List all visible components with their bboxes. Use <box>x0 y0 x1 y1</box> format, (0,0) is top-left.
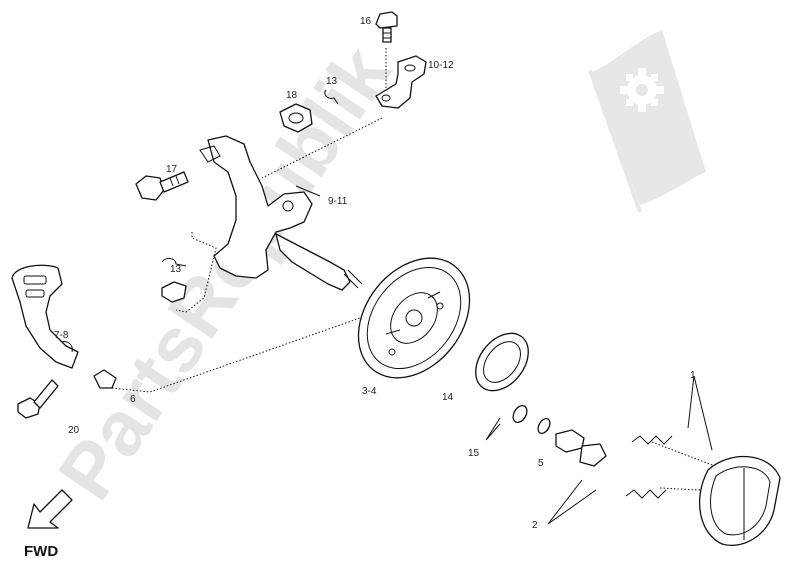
label-16: 16 <box>360 16 372 27</box>
label-14: 14 <box>442 392 454 403</box>
watermark: PartsRepublik <box>41 30 706 515</box>
part-14-seal <box>475 332 529 392</box>
steering-knuckle <box>199 135 363 291</box>
label-9-11: 9-11 <box>328 196 348 207</box>
part-15-washers <box>512 404 551 435</box>
part-10-12-fitting <box>375 55 427 109</box>
label-13-top: 13 <box>326 76 338 87</box>
part-16-bleed-screw <box>375 11 398 43</box>
label-15: 15 <box>468 448 480 459</box>
fwd-indicator: FWD <box>24 489 73 560</box>
label-13-lower: 13 <box>170 264 182 275</box>
part-6-cable-clip <box>93 369 117 389</box>
label-5: 5 <box>538 458 544 469</box>
part-3-4-backing-plate <box>357 257 471 379</box>
part-2-pin <box>579 443 607 467</box>
part-13-clip-top <box>324 89 339 105</box>
part-13-clip-lower <box>161 257 187 303</box>
gear-flag-icon <box>588 30 706 213</box>
arrow-down-left-icon <box>27 489 73 529</box>
leader-lines <box>111 48 721 525</box>
label-18: 18 <box>286 90 298 101</box>
watermark-text: PartsRepublik <box>41 30 408 515</box>
label-20: 20 <box>68 425 80 436</box>
part-17-bolt <box>135 171 189 201</box>
label-1: 1 <box>690 370 696 381</box>
label-7-8: 7-8 <box>54 330 69 341</box>
part-7-8-brake-lever <box>11 264 79 369</box>
fwd-label: FWD <box>24 543 58 560</box>
label-2: 2 <box>532 520 538 531</box>
part-20-bolt <box>17 379 59 419</box>
label-17: 17 <box>166 164 178 175</box>
label-10-12: 10-12 <box>428 60 454 71</box>
part-9-11-bolt <box>295 185 321 197</box>
part-5-cam <box>555 429 585 453</box>
part-1-springs <box>625 435 673 499</box>
brake-shoes <box>699 456 781 546</box>
label-3-4: 3-4 <box>362 386 377 397</box>
part-labels: 16 10-12 13 18 17 9-11 13 7-8 6 20 3-4 1… <box>54 16 696 531</box>
label-6: 6 <box>130 394 136 405</box>
part-18-nut <box>279 103 313 133</box>
